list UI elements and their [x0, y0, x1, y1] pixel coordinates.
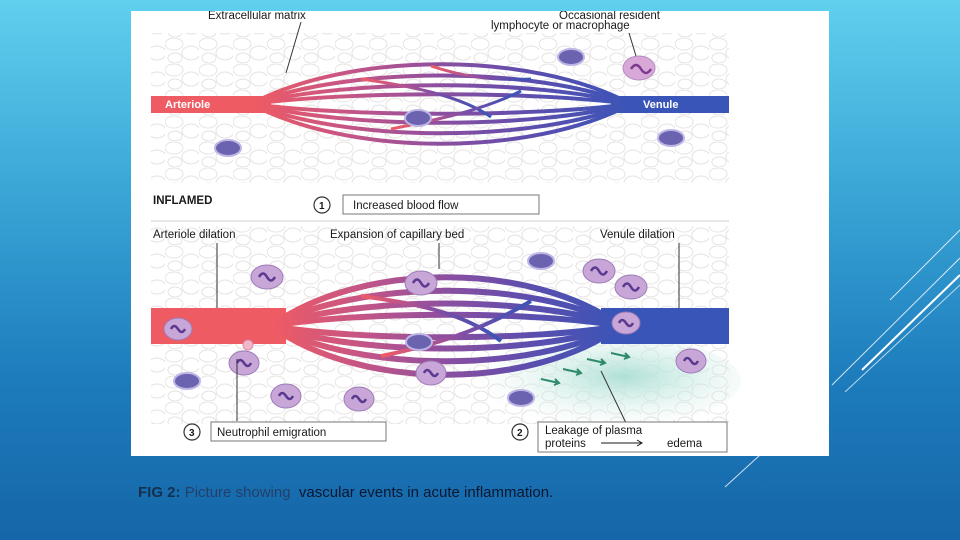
venule-label: Venule	[643, 99, 678, 111]
step1-number: 1	[319, 201, 325, 212]
caption-text: vascular events in acute inflammation.	[298, 484, 554, 501]
step1-box	[342, 194, 540, 215]
inflammation-figure: Arteriole Venule Extracellular matrix Oc…	[131, 11, 829, 456]
step3-label: Neutrophil emigration	[217, 427, 326, 439]
step1-badge	[313, 196, 331, 214]
step3-number: 3	[189, 428, 195, 439]
step2-label-line2a: proteins	[545, 438, 586, 450]
step2-label-line2b: edema	[667, 438, 703, 450]
caption-prefix: Picture showing	[184, 484, 291, 501]
inflamed-vessel-bed	[151, 274, 729, 378]
step2-label-line1: Leakage of plasma	[545, 425, 643, 437]
venule-dilation-label: Venule dilation	[600, 229, 675, 241]
inflamed-heading: INFLAMED	[153, 195, 212, 207]
caption-fig-label: FIG 2:	[138, 484, 181, 501]
normal-cells	[214, 48, 685, 157]
step2-badge	[511, 423, 529, 441]
capillary-expansion-label: Expansion of capillary bed	[330, 229, 464, 241]
step3-badge	[183, 423, 201, 441]
matrix-leader-line	[285, 21, 302, 74]
step3-box	[210, 421, 387, 442]
arteriole-dilation-label: Arteriole dilation	[153, 229, 235, 241]
vascular-diagram: Arteriole Venule Extracellular matrix Oc…	[151, 11, 741, 453]
leakage-leader	[600, 370, 627, 424]
step2-box	[537, 421, 728, 453]
edema-area	[481, 336, 741, 426]
resident-cell-label-line1: Occasional resident	[559, 11, 661, 22]
resident-cell-label-line2: lymphocyte or macrophage	[491, 20, 630, 32]
resident-cell-leader-line	[628, 32, 637, 57]
step1-label: Increased blood flow	[353, 200, 459, 212]
leakage-arrows	[540, 352, 631, 386]
normal-vessel-bed	[151, 62, 729, 146]
arrow-head-icon	[636, 439, 643, 447]
extracellular-matrix-label: Extracellular matrix	[208, 11, 306, 22]
arteriole-label: Arteriole	[165, 99, 210, 111]
step2-number: 2	[517, 428, 523, 439]
figure-caption: FIG 2: Picture showing vascular events i…	[138, 484, 553, 501]
